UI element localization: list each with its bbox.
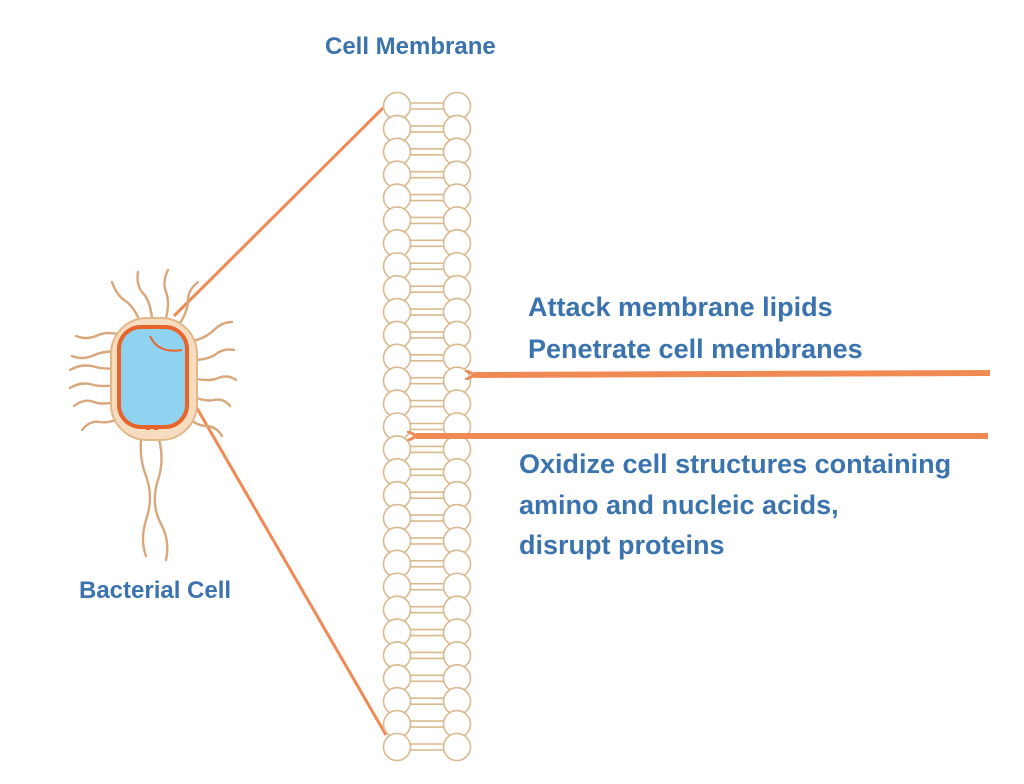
attack-lipids-text: Attack membrane lipids — [528, 292, 833, 322]
lipid-head-inner — [442, 732, 472, 762]
cell-membrane-detail — [149, 335, 183, 352]
amino-nucleic-acids-text: amino and nucleic acids, — [519, 490, 839, 520]
lipid-bilayer — [382, 91, 472, 762]
bacterial-cell-label: Bacterial Cell — [79, 577, 232, 604]
zoom-line-upper — [172, 106, 385, 318]
penetrate-membranes-text: Penetrate cell membranes — [528, 334, 863, 364]
arrow-lipid-attack — [474, 373, 991, 375]
cell-pore — [146, 425, 150, 430]
oxidize-structures-text: Oxidize cell structures containing — [519, 449, 952, 479]
disrupt-proteins-text: disrupt proteins — [519, 530, 725, 560]
bacterial-cell-illustration — [68, 268, 238, 562]
zoom-line-lower — [174, 371, 388, 736]
cell-pore — [154, 425, 158, 430]
cell-membrane-label: Cell Membrane — [325, 33, 496, 60]
lipid-head-outer — [382, 732, 412, 762]
cell-cytoplasm — [117, 325, 189, 429]
